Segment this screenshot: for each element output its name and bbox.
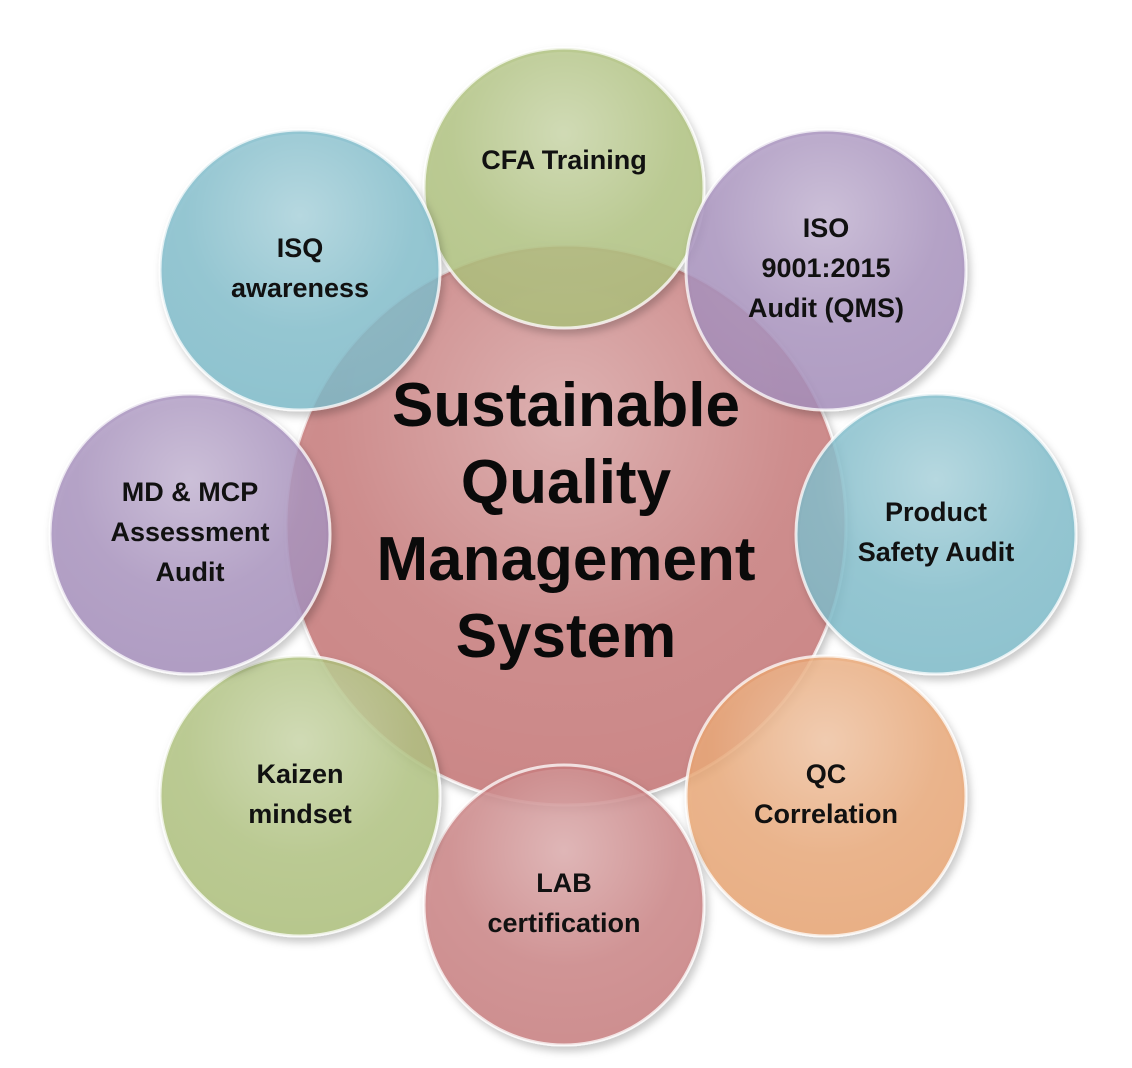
node-label-md-mcp-audit-line-2: Assessment <box>110 517 269 547</box>
node-label-iso-9001-line-1: ISO <box>803 213 850 243</box>
node-circle-isq-awareness-gloss <box>164 134 436 406</box>
node-label-kaizen-mindset-line-2: mindset <box>248 799 352 829</box>
node-label-iso-9001-line-3: Audit (QMS) <box>748 293 904 323</box>
node-label-isq-awareness-line-2: awareness <box>231 273 369 303</box>
node-label-isq-awareness-line-1: ISQ <box>277 233 324 263</box>
center-circle-group <box>284 243 848 807</box>
node-label-qc-correlation-line-1: QC <box>806 759 847 789</box>
node-label-kaizen-mindset-line-1: Kaizen <box>256 759 343 789</box>
center-label-line-1: Sustainable <box>392 371 740 440</box>
node-circle-iso-9001-gloss <box>690 134 962 406</box>
node-label-iso-9001-line-2: 9001:2015 <box>761 253 890 283</box>
node-circle-cfa-training-gloss <box>428 52 700 324</box>
node-circle-md-mcp-audit-gloss <box>54 398 326 670</box>
node-circle-lab-certification-gloss <box>428 769 700 1041</box>
node-label-qc-correlation-line-2: Correlation <box>754 799 898 829</box>
node-label-product-safety-audit-line-1: Product <box>885 497 987 527</box>
center-circle-gloss <box>290 249 842 801</box>
node-label-md-mcp-audit-line-3: Audit <box>156 557 225 587</box>
node-label-md-mcp-audit-line-1: MD & MCP <box>122 477 259 507</box>
node-circle-kaizen-mindset-gloss <box>164 660 436 932</box>
center-label-line-2: Quality <box>461 448 672 517</box>
node-label-lab-certification-line-2: certification <box>487 908 640 938</box>
node-label-lab-certification-line-1: LAB <box>536 868 592 898</box>
node-label-product-safety-audit-line-2: Safety Audit <box>858 537 1015 567</box>
node-circle-qc-correlation-gloss <box>690 660 962 932</box>
node-label-cfa-training-line-1: CFA Training <box>481 145 647 175</box>
center-label-line-4: System <box>456 602 677 671</box>
node-circle-product-safety-audit-gloss <box>800 398 1072 670</box>
center-label-line-3: Management <box>377 525 756 594</box>
